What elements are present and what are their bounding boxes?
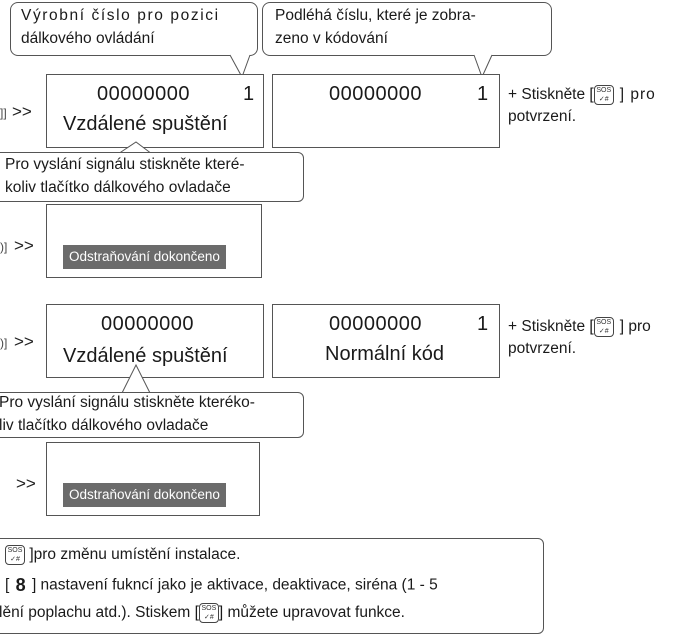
sos-hash-button-icon: SOS✓# <box>593 316 614 337</box>
display-screen-result: Odstraňování dokončeno <box>46 442 260 516</box>
position-index: 1 <box>477 313 489 335</box>
info-line: SOS✓# ]pro změnu umístění instalace. <box>5 545 240 565</box>
callout-line: Výrobní číslo pro pozici <box>21 7 220 24</box>
confirm-instruction: + Stiskněte [SOS✓# ] pro potvrzení. <box>508 316 651 360</box>
coding-callout: Podléhá číslu, které je zobra- zeno v kó… <box>262 2 552 56</box>
confirm-text: + Stiskněte [ <box>508 318 594 335</box>
serial-code: 00000000 <box>329 83 422 105</box>
confirm-text: ] pro <box>619 86 656 103</box>
serial-code: 00000000 <box>101 313 194 335</box>
callout-pointer <box>121 363 151 394</box>
info-text: lění poplachu atd.). Stiskem [ <box>0 604 199 622</box>
screen-label: Vzdálené spuštění <box>63 113 228 135</box>
double-chevron-right-icon: >> <box>16 474 36 493</box>
info-line: [ 8 ] nastavení fukncí jako je aktivace,… <box>5 575 438 596</box>
screen-label: Normální kód <box>325 343 444 365</box>
double-chevron-right-icon: >> <box>14 236 34 255</box>
info-text: ]pro změnu umístění instalace. <box>29 546 241 564</box>
info-text: ] můžete upravovat funkce. <box>218 604 405 622</box>
remote-signal-icon: )] <box>0 240 8 254</box>
callout-line: Podléhá číslu, které je zobra- <box>275 7 476 24</box>
callout-line: Pro vyslání signálu stiskněte které- <box>5 156 245 173</box>
confirm-text: ] pro <box>619 318 651 335</box>
serial-code: 00000000 <box>329 313 422 335</box>
callout-line: Pro vyslání signálu stiskněte kteréko- <box>0 394 255 411</box>
confirm-text: + Stiskněte [ <box>508 86 594 103</box>
position-index: 1 <box>243 83 255 105</box>
callout-line: koliv tlačítko dálkového ovladače <box>5 179 231 196</box>
sos-hash-button-icon: SOS✓# <box>593 84 614 105</box>
display-screen-remote-start: 00000000 1 Vzdálené spuštění <box>46 74 264 148</box>
callout-pointer <box>117 141 153 155</box>
scroll-wheel-icon: 8 <box>15 575 26 595</box>
status-message: Odstraňování dokončeno <box>63 245 226 269</box>
confirm-text: potvrzení. <box>508 108 577 125</box>
serial-position-callout: Výrobní číslo pro pozici dálkového ovlád… <box>10 2 258 56</box>
remote-signal-callout: Pro vyslání signálu stiskněte kteréko- l… <box>0 392 304 438</box>
info-text: ] nastavení fukncí jako je aktivace, dea… <box>31 576 438 594</box>
remote-signal-callout: Pro vyslání signálu stiskněte které- kol… <box>0 152 304 202</box>
info-text: [ <box>5 576 10 594</box>
sos-hash-button-icon: SOS✓# <box>5 545 25 565</box>
remote-signal-icon: )] <box>0 336 8 350</box>
display-screen-coding: 00000000 1 <box>272 74 500 148</box>
callout-line: liv tlačítko dálkového ovladače <box>0 417 209 434</box>
double-chevron-right-icon: >> <box>12 102 32 121</box>
remote-signal-icon: ]] <box>0 106 7 120</box>
confirm-instruction: + Stiskněte [SOS✓# ] pro potvrzení. <box>508 84 656 128</box>
display-screen-result: Odstraňování dokončeno <box>46 204 262 278</box>
info-line: lění poplachu atd.). Stiskem [SOS✓#] můž… <box>0 603 405 623</box>
screen-label: Vzdálené spuštění <box>63 345 228 367</box>
position-index: 1 <box>477 83 489 105</box>
function-info-callout: SOS✓# ]pro změnu umístění instalace. [ 8… <box>0 538 544 634</box>
sos-hash-button-icon: SOS✓# <box>198 603 219 623</box>
callout-line: zeno v kódování <box>275 30 388 47</box>
display-screen-remote-start: 00000000 Vzdálené spuštění <box>46 304 264 378</box>
callout-line: dálkového ovládání <box>21 30 155 47</box>
display-screen-normal-code: 00000000 1 Normální kód <box>272 304 500 378</box>
double-chevron-right-icon: >> <box>14 332 34 351</box>
confirm-text: potvrzení. <box>508 340 577 357</box>
status-message: Odstraňování dokončeno <box>63 483 226 507</box>
serial-code: 00000000 <box>97 83 190 105</box>
